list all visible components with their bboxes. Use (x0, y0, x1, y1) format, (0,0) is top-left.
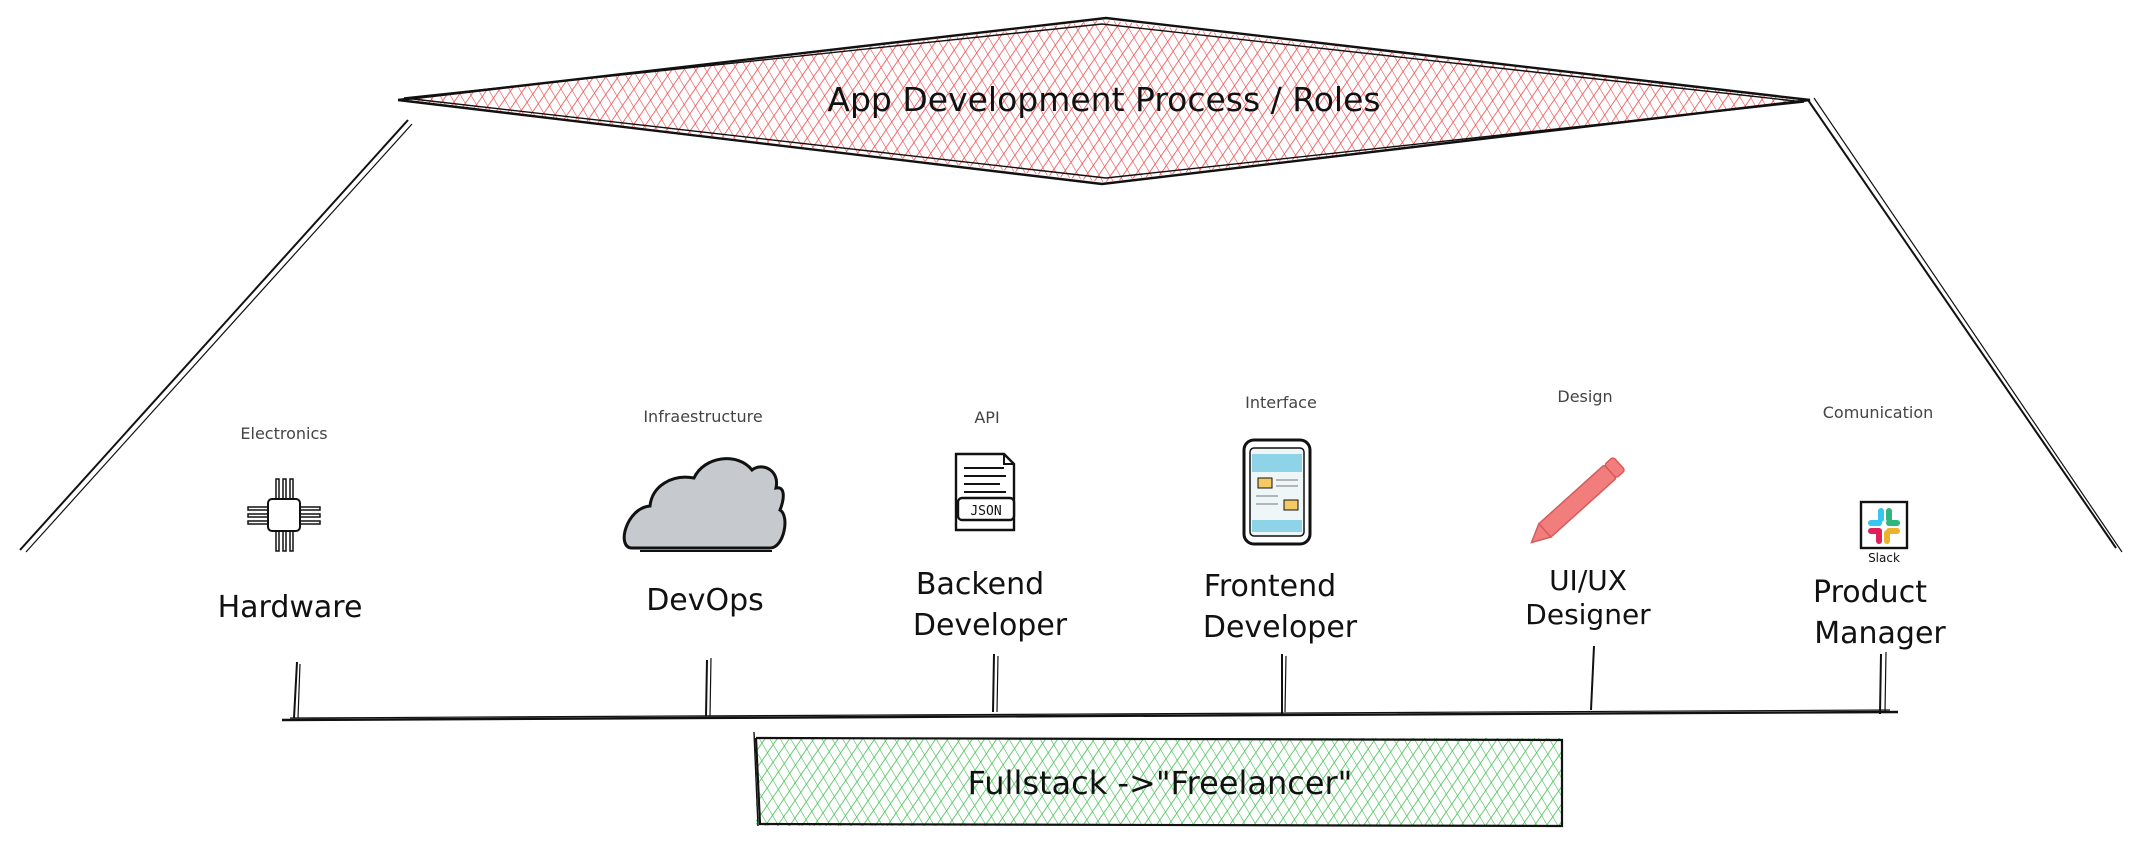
role-name-line-1: Backend (916, 567, 1044, 602)
role-name-line-2: Developer (913, 608, 1068, 643)
category-label: Design (1557, 387, 1612, 406)
role-product-manager: Comunication Slack Product Manager (1813, 403, 1946, 651)
fullstack-label: Fullstack ->"Freelancer" (968, 764, 1353, 802)
role-name-line-1: Frontend (1204, 569, 1336, 604)
cloud-icon (622, 457, 787, 552)
category-label: Comunication (1823, 403, 1934, 422)
roof-right-line (1807, 97, 2123, 553)
tick-devops (705, 657, 712, 717)
pencil-icon (1530, 457, 1625, 544)
chip-icon (247, 478, 321, 552)
slack-icon: Slack (1859, 500, 1909, 565)
role-name-line-1: Hardware (218, 590, 363, 625)
role-name-line-1: UI/UX (1549, 564, 1627, 597)
roof-left-line (19, 119, 413, 553)
role-ticks (293, 645, 1887, 719)
tablet-icon (1242, 438, 1312, 546)
diagram-title: App Development Process / Roles (827, 80, 1380, 119)
json-label: JSON (970, 504, 1001, 519)
category-label: Interface (1245, 393, 1317, 412)
timeline-base-line (281, 709, 1899, 722)
role-name-line-2: Designer (1525, 598, 1651, 631)
category-label: Electronics (240, 424, 327, 443)
json-document-icon: JSON (954, 452, 1016, 532)
role-uiux: Design UI/UX Designer (1525, 387, 1651, 631)
role-backend: API JSON Backend Developer (913, 408, 1068, 643)
role-devops: Infraestructure DevOps (622, 407, 787, 618)
slack-label: Slack (1868, 551, 1900, 565)
tick-backend (992, 653, 999, 713)
role-name-line-1: Product (1813, 575, 1927, 610)
fullstack-box: Fullstack ->"Freelancer" (753, 731, 1564, 828)
role-name-line-1: DevOps (646, 583, 764, 618)
category-label: Infraestructure (643, 407, 762, 426)
role-name-line-2: Manager (1814, 616, 1946, 651)
tick-product (1879, 651, 1887, 715)
tick-frontend (1281, 654, 1287, 714)
title-diamond: App Development Process / Roles (397, 16, 1811, 186)
role-name-line-2: Developer (1203, 610, 1358, 645)
role-frontend: Interface Frontend Developer (1203, 393, 1358, 645)
role-hardware: Electronics Hardware (218, 424, 363, 625)
tick-hardware (293, 661, 301, 719)
category-label: API (974, 408, 999, 427)
tick-uiux (1590, 645, 1595, 711)
